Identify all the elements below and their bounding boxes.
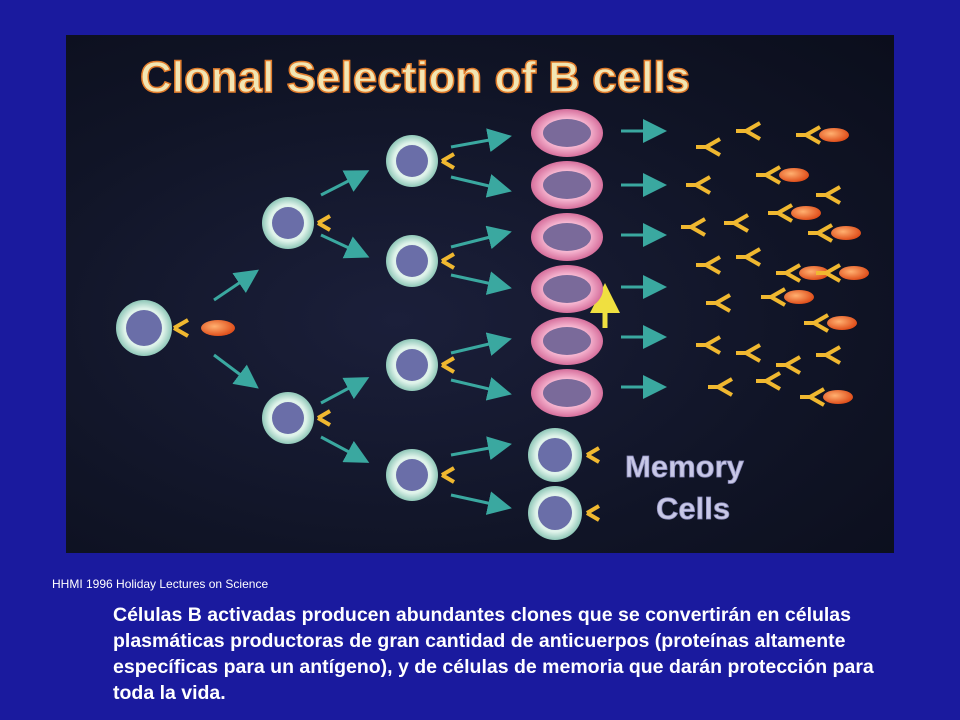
plasma-cell-icon [531, 265, 603, 313]
antigen-icon [819, 128, 849, 142]
arrow-icon [320, 377, 370, 405]
antibody-icon [796, 125, 821, 145]
antibody-icon [756, 165, 781, 185]
antibody-icon [816, 263, 841, 283]
diagram-title: Clonal Selection of B cells [140, 53, 690, 102]
antibody-icon [736, 247, 761, 267]
antibody-icon [736, 343, 761, 363]
arrow-icon [450, 436, 512, 461]
antigen-icon [201, 320, 235, 336]
b-cell-icon [262, 197, 332, 249]
antibody-icon [756, 371, 781, 391]
b-cell-icon [386, 339, 456, 391]
antibody-icon [696, 137, 721, 157]
antibody-icon [776, 355, 801, 375]
antibody-icon [816, 345, 841, 365]
antibody-group [681, 121, 869, 407]
antibody-icon [681, 217, 706, 237]
b-cell-icon [262, 392, 332, 444]
antibody-icon [708, 377, 733, 397]
plasma-cell-icon [531, 109, 603, 157]
antigen-icon [839, 266, 869, 280]
credit-text: HHMI 1996 Holiday Lectures on Science [52, 577, 269, 591]
b-cell-icon [386, 449, 456, 501]
b-cell-icon [386, 235, 456, 287]
antibody-icon [724, 213, 749, 233]
memory-cell-icon [528, 486, 601, 540]
arrow-icon [450, 491, 512, 515]
antibody-icon [816, 185, 841, 205]
arrow-icon [450, 128, 512, 153]
antigen-icon [827, 316, 857, 330]
antigen-icon [779, 168, 809, 182]
antibody-icon [736, 121, 761, 141]
antibody-icon [706, 293, 731, 313]
antigen-icon [791, 206, 821, 220]
arrow-icon [320, 233, 370, 259]
arrow-icon [450, 225, 512, 250]
antibody-icon [776, 263, 801, 283]
plasma-cell-icon [531, 213, 603, 261]
antibody-icon [768, 203, 793, 223]
plasma-cell-group [531, 109, 603, 417]
antigen-icon [784, 290, 814, 304]
diagram-image: Clonal Selection of B cells [66, 35, 894, 553]
antibody-icon [808, 223, 833, 243]
memory-label-line1: Memory [625, 449, 745, 484]
antibody-icon [761, 287, 786, 307]
antigen-icon [799, 266, 829, 280]
arrow-group [213, 119, 667, 515]
memory-label-line2: Cells [656, 491, 730, 526]
caption-text: Células B activadas producen abundantes … [113, 604, 874, 704]
diagram-svg: Clonal Selection of B cells [116, 52, 869, 540]
arrow-icon [450, 174, 512, 198]
arrow-icon [213, 269, 259, 302]
plasma-cell-icon [531, 161, 603, 209]
antibody-icon [804, 313, 829, 333]
arrow-icon [213, 353, 259, 389]
arrow-icon [320, 435, 370, 463]
memory-cell-icon [528, 428, 601, 482]
arrow-icon [320, 170, 370, 197]
antibody-icon [800, 387, 825, 407]
plasma-cell-icon [531, 369, 603, 417]
arrow-icon [450, 271, 512, 295]
arrow-icon [450, 377, 512, 401]
b-cell-icon [116, 300, 235, 356]
antigen-icon [823, 390, 853, 404]
arrow-icon [450, 332, 512, 356]
antibody-icon [696, 255, 721, 275]
antibody-icon [686, 175, 711, 195]
antigen-icon [831, 226, 861, 240]
memory-cell-group [528, 428, 601, 540]
b-cell-icon [386, 135, 456, 187]
b-cell-group [116, 135, 456, 501]
plasma-cell-icon [531, 317, 603, 365]
antibody-icon [696, 335, 721, 355]
